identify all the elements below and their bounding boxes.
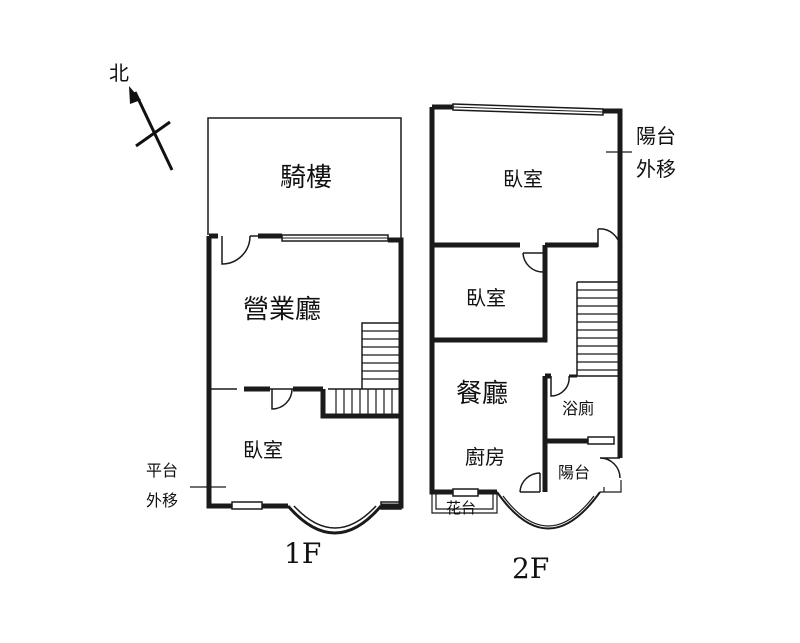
f2-planter-label: 花台 — [446, 499, 476, 517]
floor-2-plan — [429, 103, 623, 530]
f1-bedroom-label: 臥室 — [243, 438, 283, 462]
f1-arcade-label: 騎樓 — [280, 163, 332, 193]
f2-stairs — [577, 289, 620, 371]
f1-bay-window — [286, 505, 383, 535]
north-label: 北 — [109, 61, 129, 85]
f1-bedroom-door — [271, 388, 293, 410]
f2-bedroom-main-label: 臥室 — [503, 167, 543, 191]
f2-bedroom-main-door — [597, 228, 621, 248]
f1-note-line2: 外移 — [146, 491, 178, 510]
f2-balcony-arc — [496, 491, 601, 530]
arcade-outline — [207, 117, 402, 240]
f2-bathroom-window — [587, 436, 615, 445]
f2-caption: 2F — [512, 552, 549, 585]
f1-bedroom-window — [231, 501, 263, 510]
f2-small-bedroom-door — [522, 252, 544, 273]
north-arrow: 北 — [109, 61, 174, 171]
f2-balcony-door — [599, 457, 621, 479]
f2-planter — [431, 492, 498, 514]
f1-caption: 1F — [284, 537, 321, 570]
f2-left-wall — [429, 107, 453, 495]
f1-entrance-door — [221, 235, 251, 265]
f1-right-wall — [381, 237, 404, 509]
f2-bathroom-label: 浴廁 — [562, 399, 594, 418]
f2-bathroom-door — [550, 375, 570, 397]
f2-kitchen-window — [452, 488, 479, 497]
f1-stairs — [335, 330, 401, 416]
f2-note-line2: 外移 — [636, 157, 676, 181]
f1-left-wall — [206, 236, 232, 509]
f2-right-wall — [603, 108, 623, 458]
f2-kitchen-label: 廚房 — [465, 445, 505, 469]
f2-balcony-label: 陽台 — [558, 463, 590, 482]
f1-business-hall-label: 營業廳 — [243, 295, 321, 325]
f2-kitchen-door — [519, 472, 541, 493]
f2-note-line1: 陽台 — [636, 124, 676, 148]
f2-top-window — [452, 103, 604, 116]
floor-1-plan — [206, 117, 404, 535]
f2-dining-label: 餐廳 — [456, 379, 508, 409]
f2-bedroom-small-label: 臥室 — [466, 286, 506, 310]
f1-note-line1: 平台 — [146, 461, 178, 480]
f2-small-bedroom-wall — [432, 270, 548, 343]
